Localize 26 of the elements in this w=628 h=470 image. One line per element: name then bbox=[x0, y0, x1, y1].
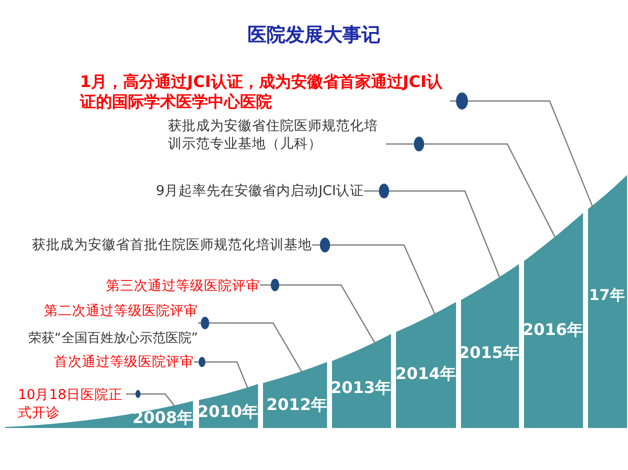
event-text: 荣获“全国百姓放心示范医院” bbox=[2, 330, 198, 348]
leader-line bbox=[450, 92, 594, 208]
year-label: 2015年 bbox=[458, 344, 519, 362]
year-label: 2016年 bbox=[522, 321, 583, 339]
event-text: 9月起率先在安徽省内启动JCI认证 bbox=[146, 182, 364, 200]
leader-line bbox=[386, 136, 556, 238]
year-label: 2008年 bbox=[132, 409, 193, 427]
year-label: 2014年 bbox=[395, 365, 456, 383]
event-text: 获批成为安徽省首批住院医师规范化培训基地 bbox=[24, 236, 312, 254]
leader-line bbox=[198, 316, 303, 372]
year-label: 2013年 bbox=[330, 379, 391, 397]
leader-line bbox=[194, 356, 249, 389]
leader-line bbox=[126, 390, 175, 406]
event-text: 1月，高分通过JCI认证，成为安徽省首家通过JCI认证的国际学术医学中心医院 bbox=[80, 72, 450, 112]
event-text: 首次通过等级医院评审 bbox=[46, 353, 194, 371]
year-label: 2012年 bbox=[266, 396, 327, 414]
title: 医院发展大事记 bbox=[246, 23, 382, 48]
year-label: 17年 bbox=[589, 286, 625, 304]
event-text: 第二次通过等级医院评审 bbox=[40, 302, 198, 320]
leader-line bbox=[364, 184, 500, 278]
leader-line bbox=[312, 238, 436, 315]
year-label: 2010年 bbox=[197, 403, 258, 421]
leader-line bbox=[260, 278, 376, 344]
event-text: 第三次通过等级医院评审 bbox=[92, 277, 260, 295]
event-text: 10月18日医院正式开诊 bbox=[18, 386, 126, 422]
event-text: 获批成为安徽省住院医师规范化培训示范专业基地（儿科） bbox=[168, 117, 386, 153]
